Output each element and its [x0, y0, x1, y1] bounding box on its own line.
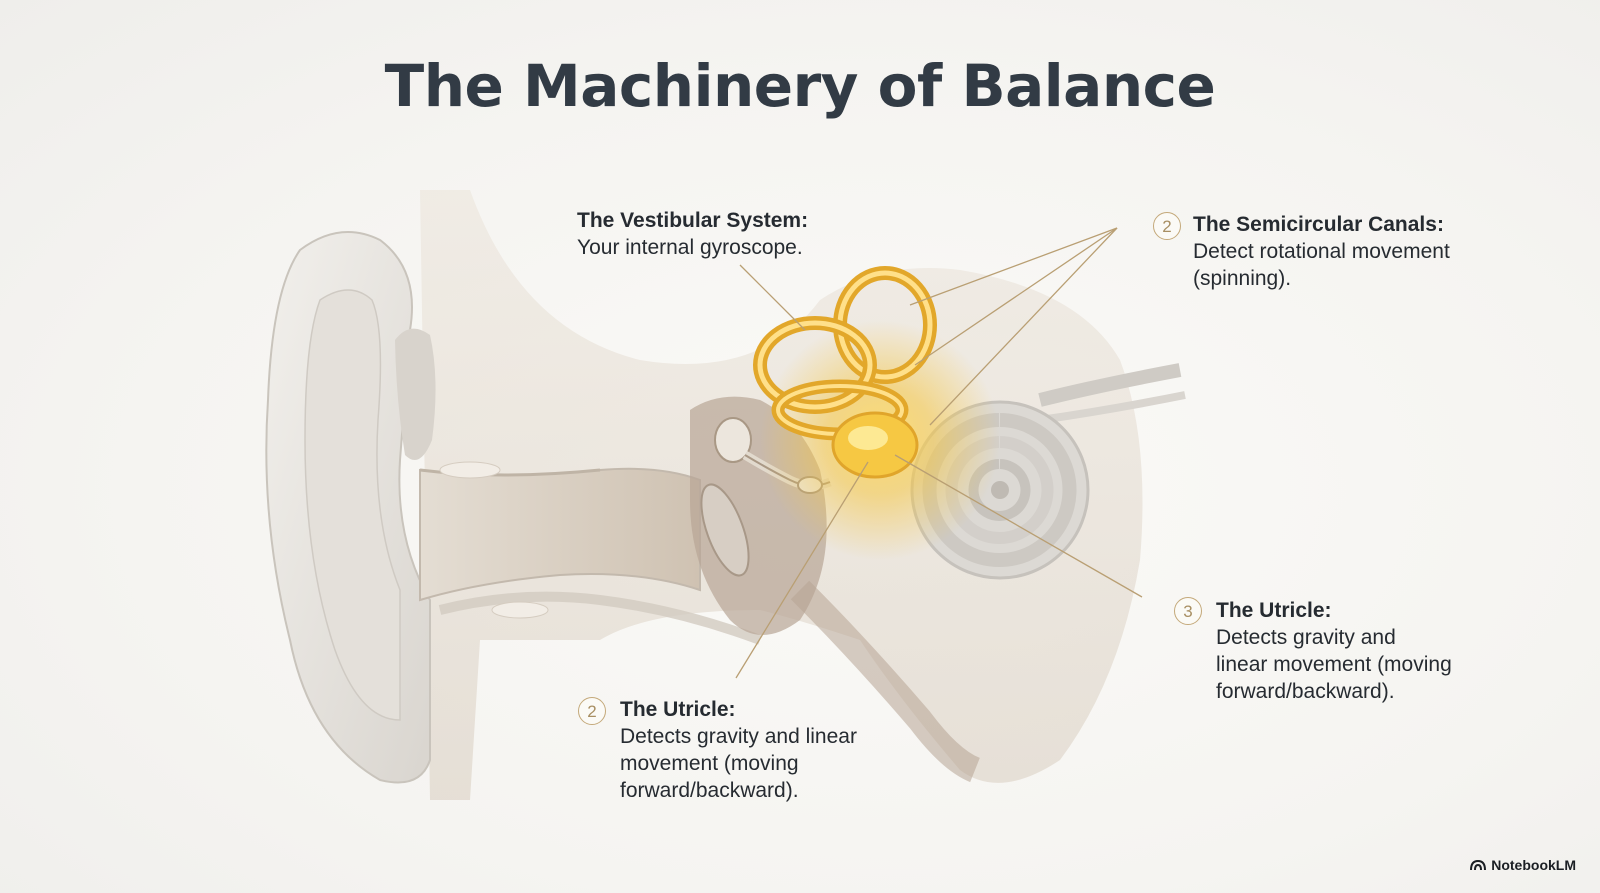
callout-text: Your internal gyroscope. — [577, 234, 808, 261]
brand-watermark: NotebookLM — [1470, 857, 1576, 873]
callout-heading: The Utricle: — [1216, 597, 1452, 624]
number-badge: 2 — [1153, 212, 1181, 240]
callout-utricle-right: The Utricle: Detects gravity and linear … — [1216, 597, 1452, 705]
brand-name: NotebookLM — [1491, 857, 1576, 873]
callout-text: Detect rotational movement — [1193, 238, 1450, 265]
callout-text: (spinning). — [1193, 265, 1450, 292]
notebooklm-logo-icon — [1470, 859, 1486, 871]
number-badge: 2 — [578, 697, 606, 725]
callout-text: linear movement (moving — [1216, 651, 1452, 678]
callout-text: movement (moving — [620, 750, 857, 777]
callout-heading: The Utricle: — [620, 696, 857, 723]
callout-text: forward/backward). — [620, 777, 857, 804]
callout-text: forward/backward). — [1216, 678, 1452, 705]
callout-semicircular-canals: The Semicircular Canals: Detect rotation… — [1193, 211, 1450, 292]
callout-text: Detects gravity and linear — [620, 723, 857, 750]
callout-heading: The Vestibular System: — [577, 207, 808, 234]
callout-utricle-bottom: The Utricle: Detects gravity and linear … — [620, 696, 857, 804]
callout-vestibular-system: The Vestibular System: Your internal gyr… — [577, 207, 808, 261]
callout-text: Detects gravity and — [1216, 624, 1452, 651]
number-badge: 3 — [1174, 597, 1202, 625]
callout-heading: The Semicircular Canals: — [1193, 211, 1450, 238]
